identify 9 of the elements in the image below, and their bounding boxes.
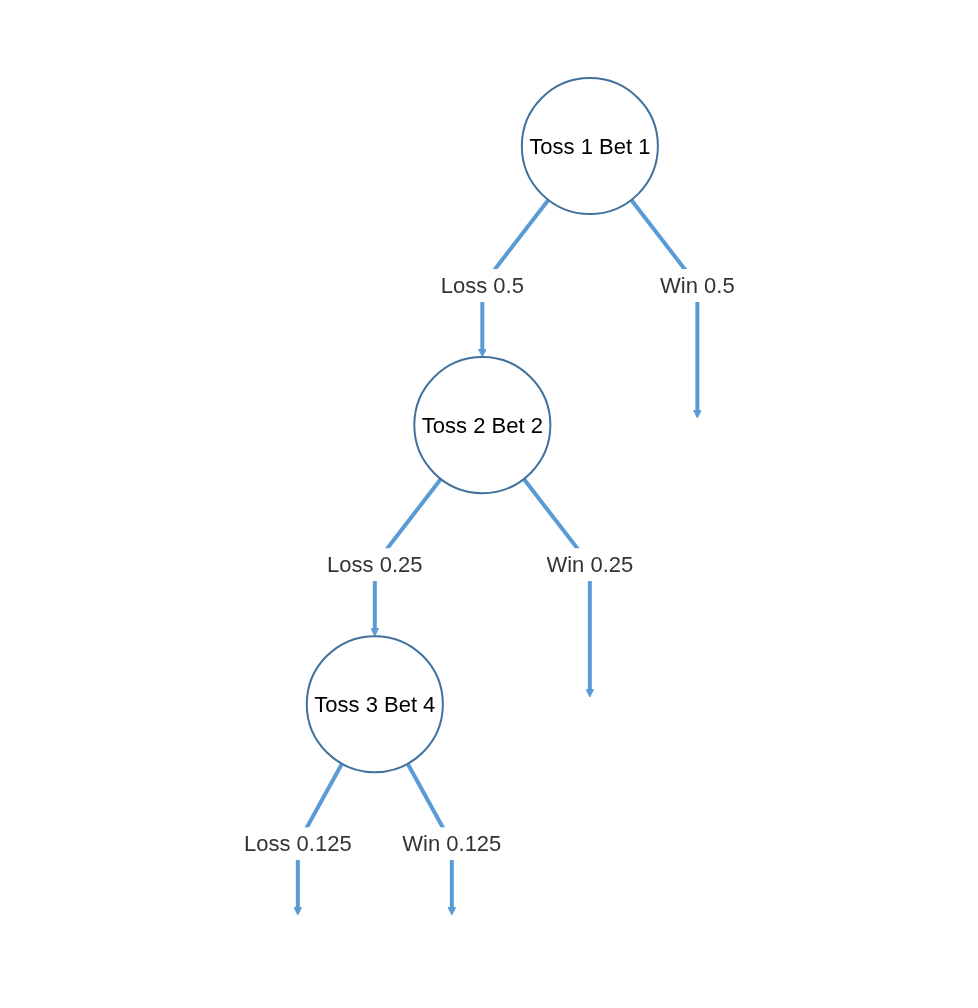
edge-label: Win 0.25 xyxy=(546,552,633,578)
node-circle: Toss 1 Bet 1 xyxy=(520,77,659,216)
node-circle: Toss 2 Bet 2 xyxy=(412,356,552,495)
edge-label: Win 0.125 xyxy=(401,831,502,857)
node-circle: Toss 3 Bet 4 xyxy=(305,635,444,774)
edge-label: Loss 0.5 xyxy=(440,273,524,299)
edge-label: Loss 0.125 xyxy=(243,831,352,857)
edge-label: Loss 0.25 xyxy=(326,552,423,578)
edge-label: Win 0.5 xyxy=(659,273,735,299)
